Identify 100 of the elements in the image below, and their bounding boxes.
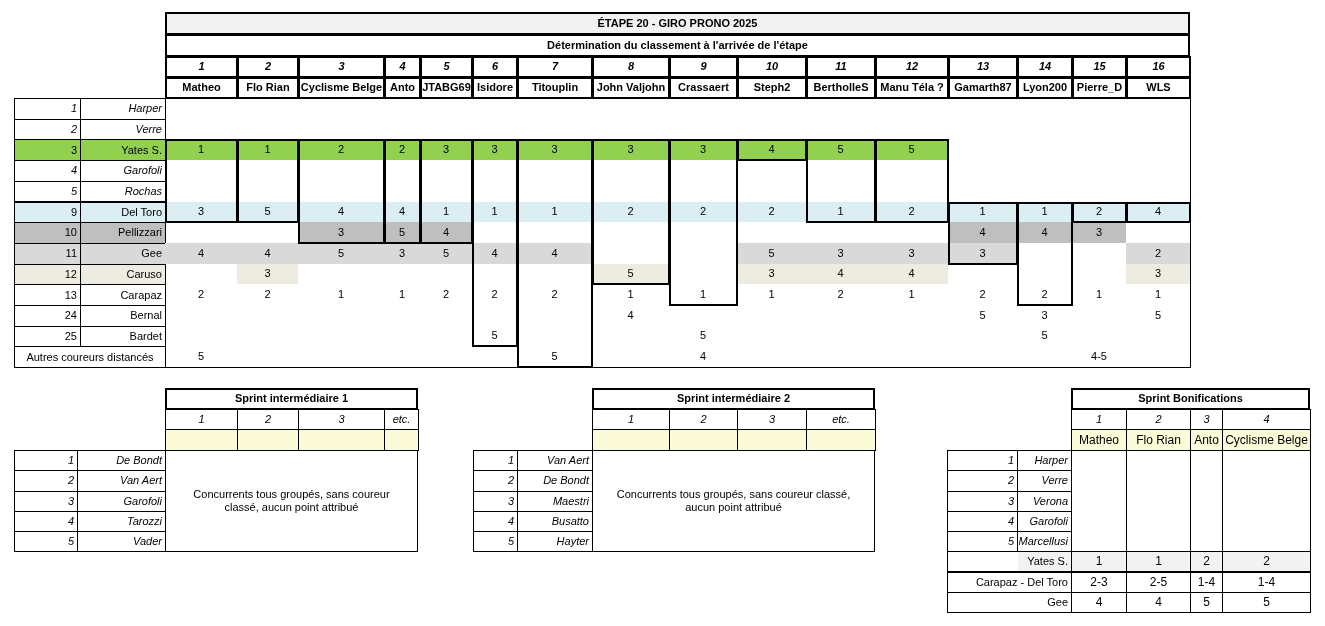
predicted-position: 5 xyxy=(698,328,708,344)
predicted-position: 3 xyxy=(1040,307,1049,323)
column-number: 13 xyxy=(948,56,1018,78)
predicted-position: 3 xyxy=(237,263,298,285)
predicted-position: 1 xyxy=(336,287,346,303)
predicted-position: 4 xyxy=(517,242,592,264)
predicted-position: 2 xyxy=(836,287,845,303)
predicted-position: 3 xyxy=(384,242,420,264)
player-name: Matheo xyxy=(165,77,238,99)
column-number: 4 xyxy=(384,56,421,78)
column-number: 9 xyxy=(669,56,738,78)
rider-name: Yates S. xyxy=(947,551,1072,572)
predicted-position: 2 xyxy=(1126,242,1190,264)
bonus-position: 5 xyxy=(1222,592,1311,613)
predicted-position: 5 xyxy=(298,242,384,264)
column-number: 12 xyxy=(875,56,949,78)
predicted-position: 4 xyxy=(626,307,635,323)
note-text: Concurrents tous groupés, sans coureur classé, aucun point attribué xyxy=(592,450,875,552)
player-name: Manu Téla ? xyxy=(875,77,949,99)
rider-name: Pellizzari xyxy=(80,222,166,244)
predicted-position: 1 xyxy=(397,287,407,303)
predicted-position: 1 xyxy=(907,287,916,303)
column-number: 14 xyxy=(1017,56,1073,78)
predicted-position: 2 xyxy=(441,287,451,303)
column-number: 15 xyxy=(1072,56,1127,78)
predicted-position: 3 xyxy=(298,222,384,243)
table-subtitle: Détermination du classement à l'arrivée de l'étape xyxy=(165,34,1190,57)
predicted-position: 2 xyxy=(550,287,559,303)
player-name: Flo Rian xyxy=(1126,429,1191,451)
bonus-position: 2 xyxy=(1222,551,1311,572)
column-number: 1 xyxy=(165,56,238,78)
predicted-position: 1 xyxy=(1153,287,1163,303)
rider-rank: 5 xyxy=(14,531,78,553)
predicted-position: 2 xyxy=(978,287,987,303)
rider-rank: 5 xyxy=(473,531,518,553)
predicted-position: 1 xyxy=(420,201,472,223)
predicted-position: 2 xyxy=(669,201,737,223)
predicted-position: 1 xyxy=(767,287,776,303)
predicted-position: 5 xyxy=(196,349,206,365)
player-name: Matheo xyxy=(1071,429,1127,451)
column-number: 6 xyxy=(472,56,518,78)
column-number: 7 xyxy=(517,56,593,78)
column-number: 5 xyxy=(420,56,473,78)
column-number: 11 xyxy=(806,56,876,78)
rider-name: Carapaz - Del Toro xyxy=(947,572,1072,593)
predicted-position: 2 xyxy=(263,287,272,303)
predicted-position: 4 xyxy=(1017,222,1072,243)
predicted-position: 1 xyxy=(626,287,635,303)
predicted-position: 5 xyxy=(1040,328,1049,344)
rider-name: Gee xyxy=(80,242,166,265)
rider-rank: 10 xyxy=(14,222,81,244)
player-name: Crassaert xyxy=(669,77,738,99)
predicted-position: 4 xyxy=(165,242,237,264)
player-name: WLS xyxy=(1126,77,1191,99)
table-heading: Sprint Bonifications xyxy=(1071,388,1310,410)
rider-rank: 1 xyxy=(473,450,518,472)
predicted-position: 4 xyxy=(806,263,875,285)
predicted-position: 4 xyxy=(698,349,708,365)
column-number: 3 xyxy=(298,56,385,78)
rider-name: Gee xyxy=(947,592,1072,613)
player-name: BertholleS xyxy=(806,77,876,99)
predicted-position: 5 xyxy=(978,307,987,323)
predicted-position: 4 xyxy=(948,222,1017,243)
rider-rank: 1 xyxy=(947,450,1018,472)
player-name: Isidore xyxy=(472,77,518,99)
column-number: 2 xyxy=(237,56,299,78)
table-heading: Sprint intermédiaire 2 xyxy=(592,388,875,410)
player-name: Titouplin xyxy=(517,77,593,99)
predicted-position: 1 xyxy=(698,287,708,303)
predicted-position: 4-5 xyxy=(1090,349,1108,365)
player-name: Anto xyxy=(1190,429,1223,451)
rider-name: Yates S. xyxy=(80,139,166,162)
predicted-position: 3 xyxy=(875,242,948,264)
player-name: John Valjohn xyxy=(592,77,670,99)
predicted-position: 1 xyxy=(1094,287,1104,303)
rider-rank: 1 xyxy=(14,98,81,120)
predicted-position: 2 xyxy=(1040,287,1049,303)
predicted-position: 2 xyxy=(490,287,499,303)
predicted-position: 3 xyxy=(806,242,875,264)
predicted-position: 5 xyxy=(1153,307,1163,323)
player-name: Flo Rian xyxy=(237,77,299,99)
player-name: JTABG69 xyxy=(420,77,473,99)
predicted-position: 5 xyxy=(420,242,472,264)
predicted-position: 4 xyxy=(472,242,517,264)
predicted-position: 2 xyxy=(196,287,206,303)
rider-name: Del Toro xyxy=(80,201,166,224)
player-name: Anto xyxy=(384,77,421,99)
predicted-position: 4 xyxy=(384,201,420,223)
table-title: ÉTAPE 20 - GIRO PRONO 2025 xyxy=(165,12,1190,35)
predicted-position: 5 xyxy=(384,222,420,243)
column-number: 8 xyxy=(592,56,670,78)
note-text: Concurrents tous groupés, sans coureur classé, aucun point attribué xyxy=(165,450,418,552)
predicted-position: 2 xyxy=(592,201,669,223)
predicted-position: 2 xyxy=(737,201,806,223)
predicted-position: 4 xyxy=(237,242,298,264)
player-name: Lyon200 xyxy=(1017,77,1073,99)
predicted-position: 5 xyxy=(550,349,559,365)
player-name: Cyclisme Belge xyxy=(298,77,385,99)
column-number: 16 xyxy=(1126,56,1191,78)
bonus-position: 1 xyxy=(1126,551,1191,572)
